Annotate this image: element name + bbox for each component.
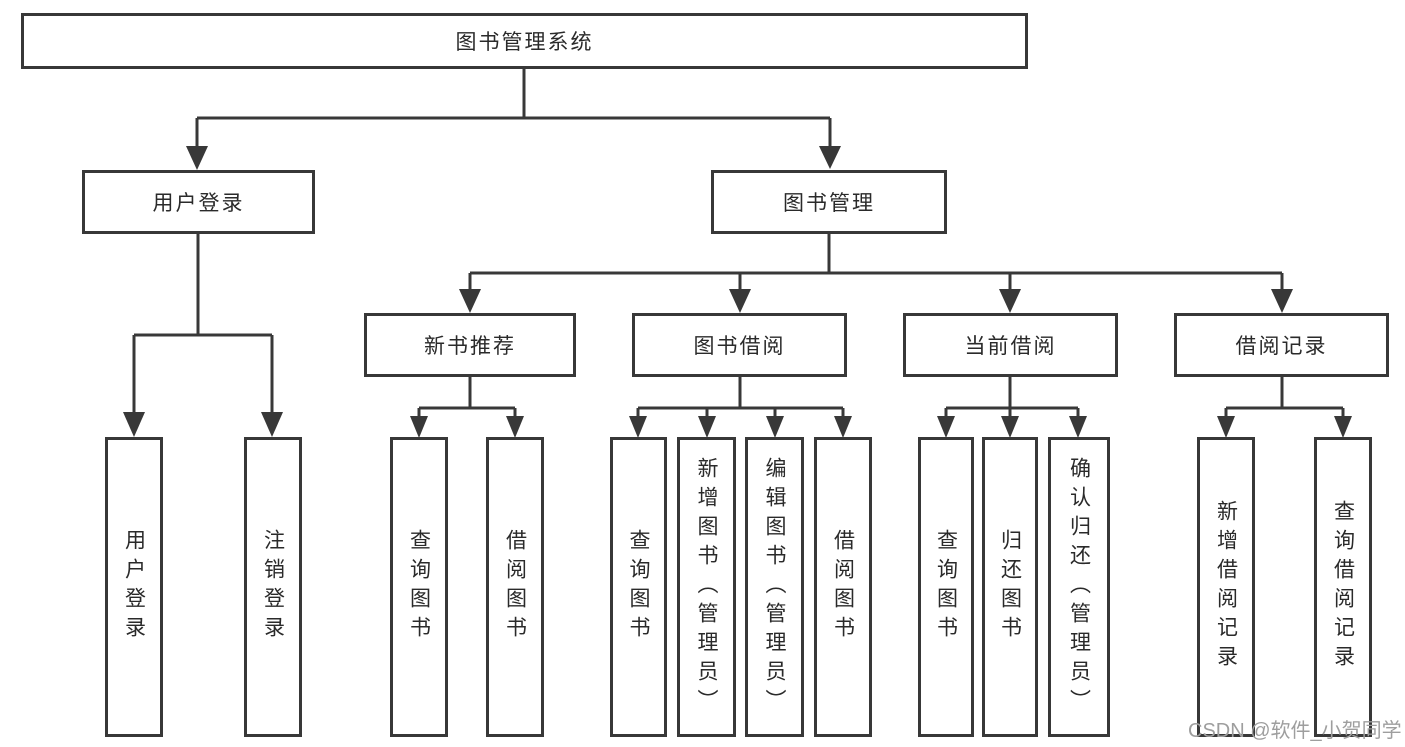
leaf-query-books-borrow: 查询图书 — [610, 437, 667, 737]
node-label: 新增借阅记录 — [1214, 500, 1238, 674]
node-label: 查询借阅记录 — [1331, 500, 1355, 674]
node-label: 图书借阅 — [693, 335, 786, 358]
node-borrowing-records: 借阅记录 — [1174, 313, 1389, 377]
node-user-login: 用户登录 — [82, 170, 315, 234]
node-label: 注销登录 — [261, 529, 285, 645]
csdn-watermark: CSDN @软件_小贺同学 — [1188, 720, 1402, 742]
node-label: 借阅记录 — [1235, 335, 1328, 358]
leaf-query-borrow-record: 查询借阅记录 — [1314, 437, 1372, 737]
node-label: 新增图书（管理员） — [695, 456, 718, 718]
node-current-borrowing: 当前借阅 — [903, 313, 1118, 377]
node-label: 借阅图书 — [503, 529, 527, 645]
leaf-confirm-return-admin: 确认归还（管理员） — [1048, 437, 1110, 737]
leaf-edit-book-admin: 编辑图书（管理员） — [745, 437, 804, 737]
node-label: 查询图书 — [407, 529, 431, 645]
node-label: 用户登录 — [152, 192, 245, 215]
node-label: 查询图书 — [627, 529, 650, 645]
leaf-return-books: 归还图书 — [982, 437, 1038, 737]
node-label: 归还图书 — [998, 529, 1022, 645]
leaf-add-book-admin: 新增图书（管理员） — [677, 437, 736, 737]
node-book-management: 图书管理 — [711, 170, 947, 234]
leaf-borrow-books-recommend: 借阅图书 — [486, 437, 544, 737]
leaf-borrow-books: 借阅图书 — [814, 437, 872, 737]
node-new-book-recommendation: 新书推荐 — [364, 313, 576, 377]
node-label: 查询图书 — [934, 529, 958, 645]
leaf-logout: 注销登录 — [244, 437, 302, 737]
node-label: 用户登录 — [122, 529, 146, 645]
node-label: 借阅图书 — [831, 529, 855, 645]
node-library-management-system: 图书管理系统 — [21, 13, 1028, 69]
leaf-query-books-current: 查询图书 — [918, 437, 974, 737]
node-label: 新书推荐 — [424, 335, 516, 358]
node-label: 图书管理系统 — [455, 31, 594, 54]
leaf-query-books-recommend: 查询图书 — [390, 437, 448, 737]
node-book-borrowing: 图书借阅 — [632, 313, 847, 377]
node-label: 确认归还（管理员） — [1067, 456, 1091, 718]
node-label: 编辑图书（管理员） — [763, 456, 786, 718]
leaf-user-login: 用户登录 — [105, 437, 163, 737]
leaf-add-borrow-record: 新增借阅记录 — [1197, 437, 1255, 737]
node-label: 当前借阅 — [964, 335, 1057, 358]
node-label: 图书管理 — [783, 192, 875, 215]
